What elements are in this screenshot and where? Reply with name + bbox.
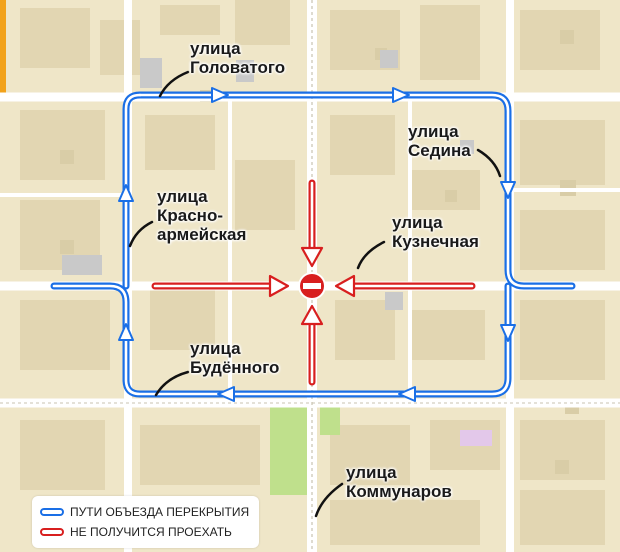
blocked-arrow-from-south xyxy=(300,304,324,326)
street-label-golovatogo: улица Головатого xyxy=(190,39,285,77)
arrow-south-right xyxy=(500,181,516,199)
street-name: Красно- xyxy=(157,206,223,225)
detour-arrows xyxy=(118,87,516,402)
street-name: Головатого xyxy=(190,58,286,77)
street-word: улица xyxy=(346,463,397,482)
street-label-sedina: улица Седина xyxy=(408,122,471,160)
street-word: улица xyxy=(408,122,459,141)
street-label-krasnoarmeyskaya: улица Красно- армейская xyxy=(157,187,246,244)
blocked-arrow-from-north xyxy=(300,246,324,268)
street-word: улица xyxy=(392,213,443,232)
street-label-kommunarov: улица Коммунаров xyxy=(346,463,452,501)
street-word: улица xyxy=(190,339,241,358)
legend-detour-label: ПУТИ ОБЪЕЗДА ПЕРЕКРЫТИЯ xyxy=(70,505,250,519)
park xyxy=(270,405,340,495)
street-name: Седина xyxy=(408,141,471,160)
street-label-budennogo: улица Будённого xyxy=(190,339,279,377)
legend-row-blocked: НЕ ПОЛУЧИТСЯ ПРОЕХАТЬ xyxy=(40,522,249,542)
arrow-east-top-2 xyxy=(392,87,410,103)
detour-swatch-icon xyxy=(40,508,64,516)
blocked-arrow-from-east xyxy=(334,274,356,298)
street-label-kuznechnaya: улица Кузнечная xyxy=(392,213,479,251)
blocked-arrows xyxy=(151,179,476,386)
street-word: улица xyxy=(157,187,208,206)
blocked-arrow-from-west xyxy=(268,274,290,298)
street-word: улица xyxy=(190,39,241,58)
arrow-west-bottom xyxy=(398,386,416,402)
legend-blocked-label: НЕ ПОЛУЧИТСЯ ПРОЕХАТЬ xyxy=(70,525,232,539)
street-name: Кузнечная xyxy=(392,232,479,251)
edge-road xyxy=(0,0,6,95)
arrow-north-left-2 xyxy=(118,184,134,202)
street-name: Будённого xyxy=(190,358,280,377)
map-legend: ПУТИ ОБЪЕЗДА ПЕРЕКРЫТИЯ НЕ ПОЛУЧИТСЯ ПРО… xyxy=(32,496,260,548)
arrow-west-bottom-2 xyxy=(217,386,235,402)
no-entry-icon xyxy=(298,272,326,300)
label-pointers xyxy=(128,70,502,518)
arrow-south-right-2 xyxy=(500,324,516,342)
legend-row-detour: ПУТИ ОБЪЕЗДА ПЕРЕКРЫТИЯ xyxy=(40,502,249,522)
street-name: Коммунаров xyxy=(346,482,452,501)
arrow-east-top xyxy=(211,87,229,103)
arrow-north-left xyxy=(118,323,134,341)
street-name-2: армейская xyxy=(157,225,247,244)
blocked-swatch-icon xyxy=(40,528,64,536)
